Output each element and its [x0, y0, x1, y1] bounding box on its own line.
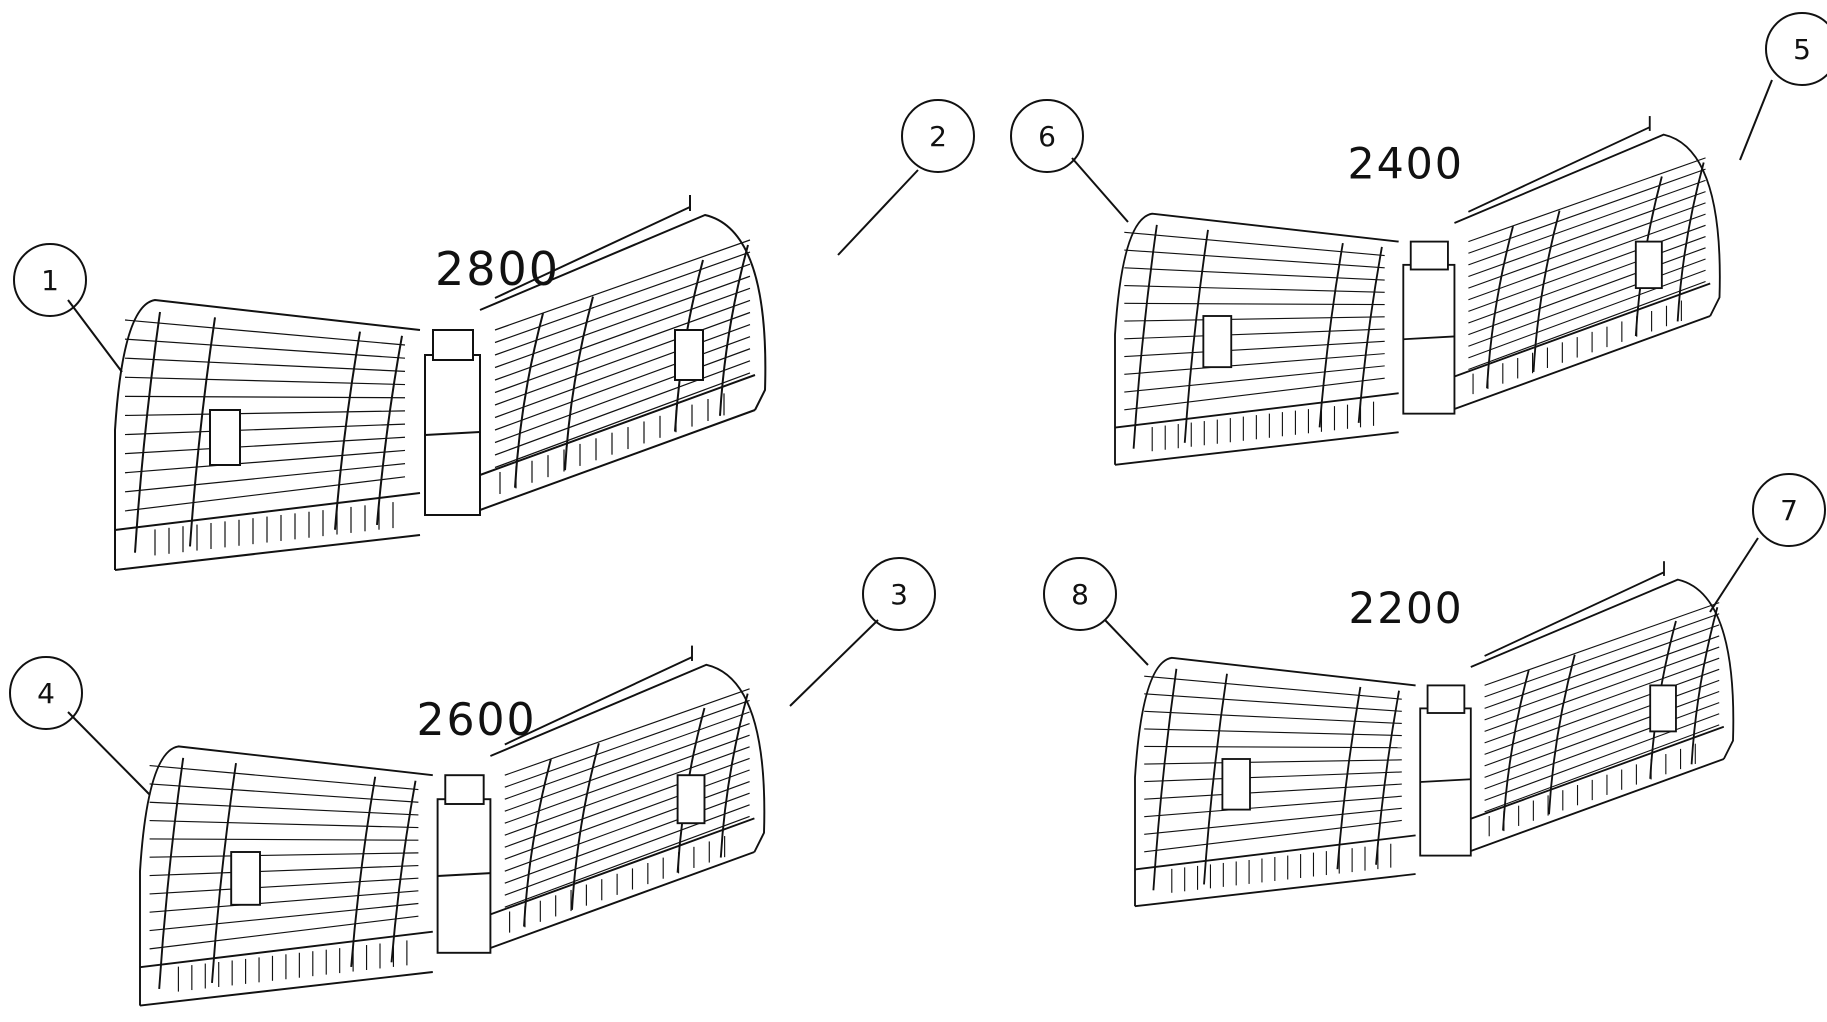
- svg-text:7: 7: [1780, 494, 1798, 527]
- assembly-2800: 2800: [114, 195, 767, 571]
- plow-assembly-drawing: [114, 195, 767, 571]
- balloon-right: 5: [1739, 12, 1827, 161]
- balloon-left: 1: [13, 243, 123, 373]
- balloon-right: 3: [789, 557, 936, 707]
- balloon-left: 4: [9, 656, 151, 796]
- dimension-label: 2800: [435, 242, 560, 296]
- balloon-right: 2: [837, 99, 975, 256]
- assembly-2400: 2400: [1114, 116, 1721, 466]
- plow-assembly-drawing: [1134, 561, 1735, 908]
- svg-text:4: 4: [37, 677, 55, 710]
- balloon-left: 6: [1010, 99, 1129, 223]
- svg-text:1: 1: [41, 264, 59, 297]
- svg-text:5: 5: [1793, 33, 1811, 66]
- assembly-2600: 2600: [139, 645, 766, 1007]
- assembly-2200: 2200: [1134, 561, 1735, 908]
- dimension-label: 2600: [416, 695, 536, 746]
- svg-text:8: 8: [1071, 578, 1089, 611]
- balloon-left: 8: [1043, 557, 1149, 666]
- svg-text:3: 3: [890, 578, 908, 611]
- plow-assembly-drawing: [139, 645, 766, 1007]
- svg-text:2: 2: [929, 120, 947, 153]
- balloon-right: 7: [1709, 473, 1826, 613]
- dimension-label: 2400: [1348, 139, 1464, 189]
- svg-text:6: 6: [1038, 120, 1056, 153]
- plow-assembly-drawing: [1114, 116, 1721, 466]
- dimension-label: 2200: [1348, 584, 1463, 633]
